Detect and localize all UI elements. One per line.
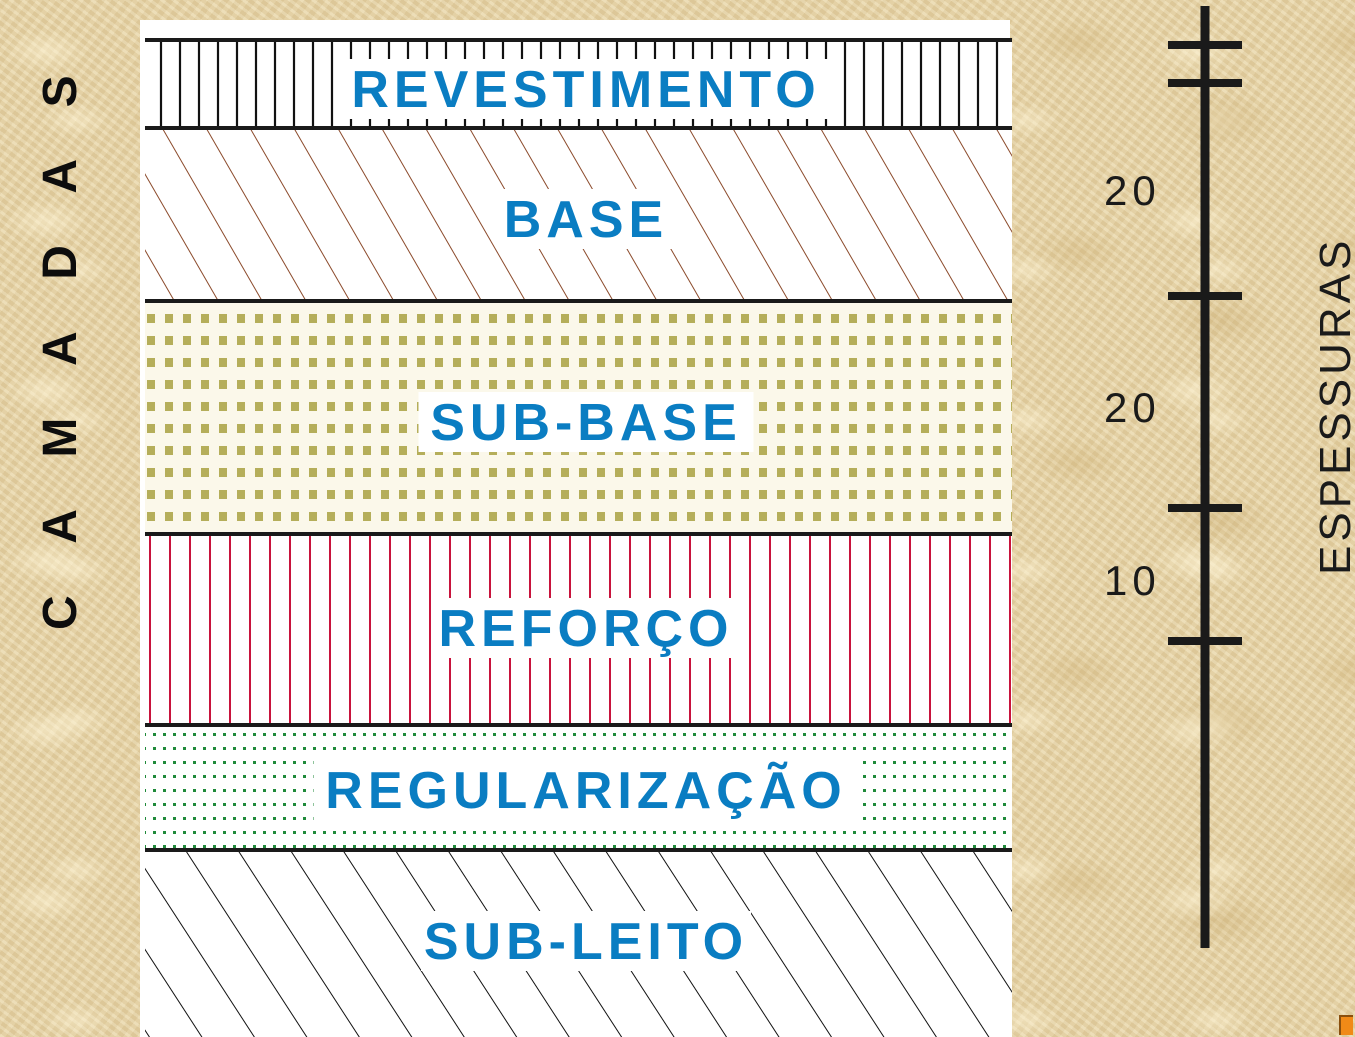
layer-sub-leito-label: SUB-LEITO [424,913,748,971]
side-title: C A M A D A S [34,55,87,630]
thickness-label: 20 [1104,384,1161,431]
layer-base: BASE [145,128,1012,301]
layer-sub-leito: SUB-LEITO [145,850,1012,1037]
layer-sub-base: SUB-BASE [145,301,1012,534]
slide-nav-icon[interactable] [1339,1015,1353,1035]
layer-reforco-label: REFORÇO [439,600,734,658]
layer-regularizacao-label-box [313,760,859,820]
thickness-axis: 20 20 10 [1104,6,1242,948]
layer-regularizacao: REGULARIZAÇÃO [145,725,1012,850]
thickness-labels: 20 20 10 [1104,167,1161,604]
thickness-label: 10 [1104,557,1161,604]
layer-revestimento: REVESTIMENTO [145,40,1012,128]
axis-title: ESPESSURAS [1311,237,1355,575]
thickness-ticks [1168,41,1242,645]
layer-reforco: REFORÇO [145,534,1012,725]
layer-sub-leito-label-box [421,911,751,971]
thickness-label: 20 [1104,167,1161,214]
layer-base-label-box [496,189,676,249]
layer-revestimento-label: REVESTIMENTO [351,61,820,119]
layer-base-label: BASE [504,191,668,249]
layer-reforco-label-box [433,598,739,658]
layer-sub-base-label-box [418,392,754,452]
layer-stack: REVESTIMENTO BASE SUB-BASE REFORÇO REGULARIZ… [145,38,1012,1037]
layer-sub-base-label: SUB-BASE [430,394,742,452]
layer-regularizacao-label: REGULARIZAÇÃO [325,761,846,820]
layer-revestimento-label-box [341,59,831,119]
